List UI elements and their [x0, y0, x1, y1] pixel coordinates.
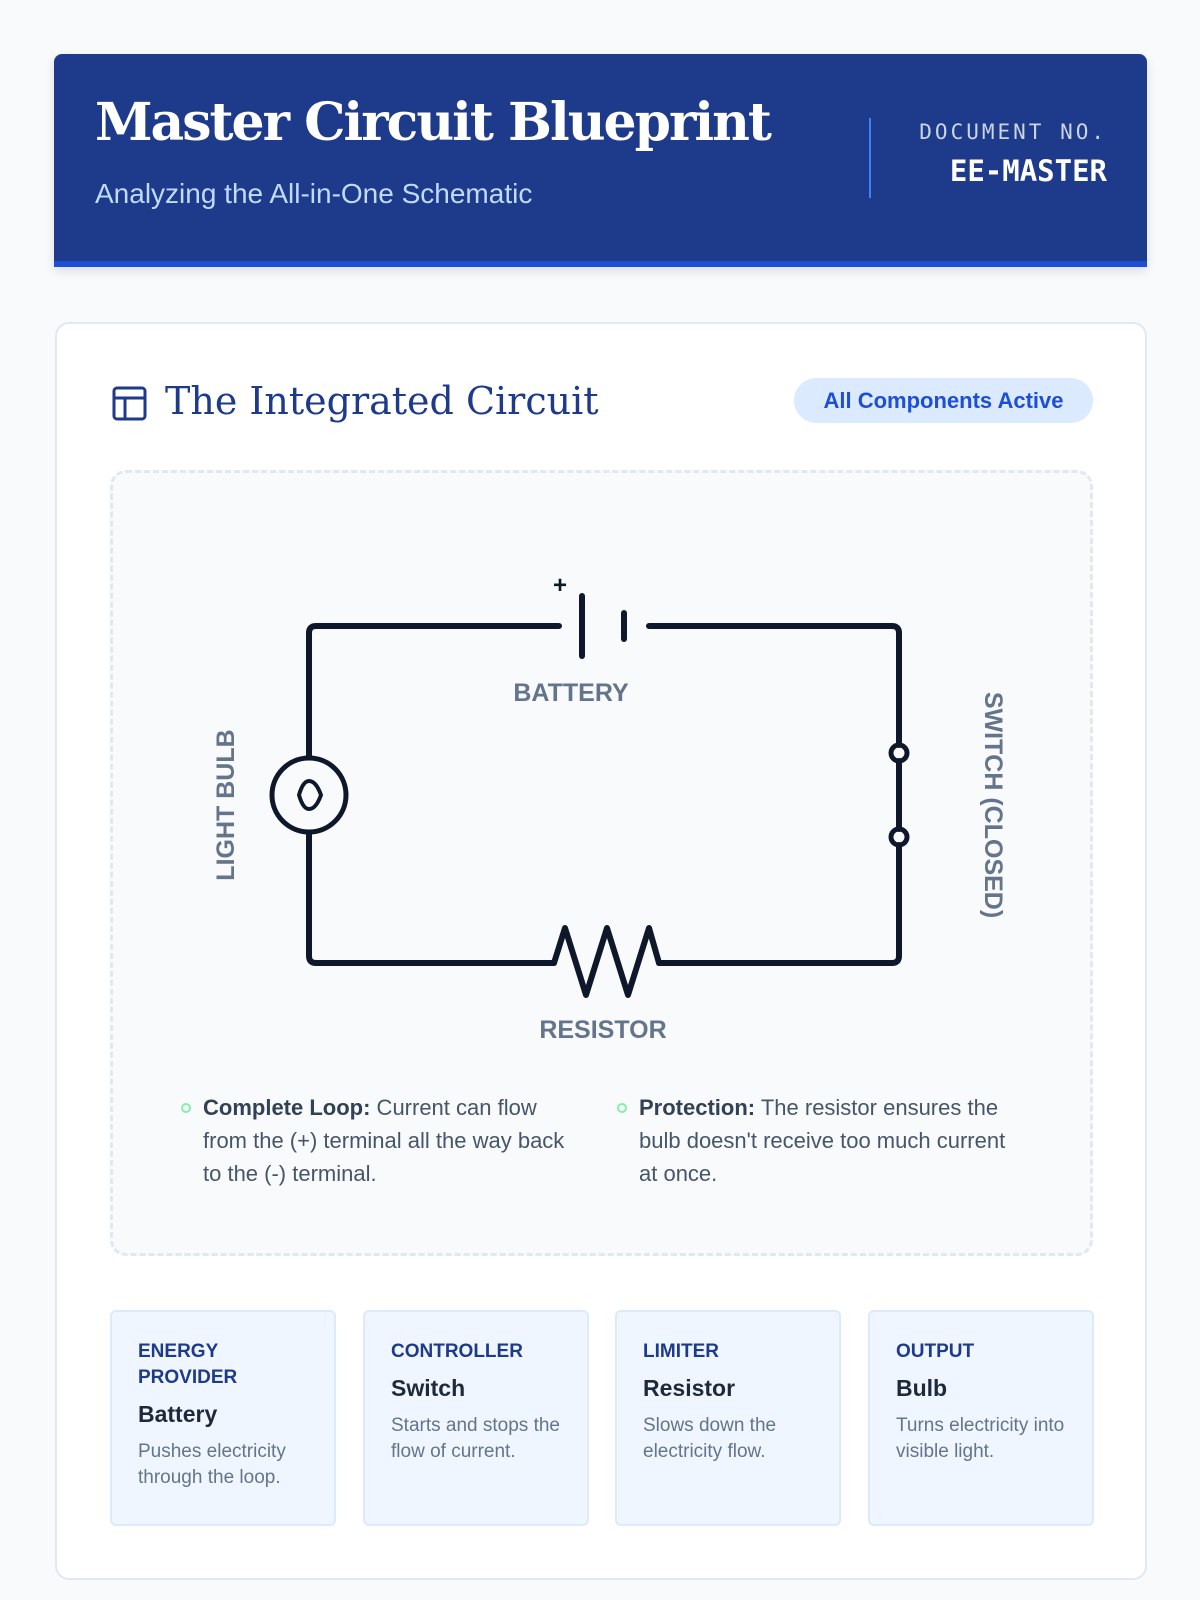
page-title: Master Circuit Blueprint: [95, 92, 772, 153]
component-card-bulb: OUTPUT Bulb Turns electricity into visib…: [868, 1310, 1094, 1526]
switch-terminal-top: [888, 742, 910, 764]
document-number-value: EE-MASTER: [949, 154, 1107, 188]
bulb-filament: [297, 779, 323, 811]
component-name: Battery: [138, 1401, 218, 1427]
wire-top-left: [306, 623, 562, 760]
document-number-label: DOCUMENT NO.: [919, 120, 1107, 144]
component-kind: ENERGY PROVIDER: [138, 1341, 238, 1388]
bullet-dot-icon: [181, 1103, 191, 1113]
component-card-resistor: LIMITER Resistor Slows down the electric…: [615, 1310, 841, 1526]
component-name: Switch: [391, 1375, 466, 1401]
light-bulb-label: LIGHT BULB: [212, 729, 240, 880]
circuit-card: The Integrated Circuit All Components Ac…: [55, 322, 1147, 1580]
resistor-label: RESISTOR: [539, 1016, 666, 1044]
component-kind: OUTPUT: [896, 1341, 975, 1362]
wire-top-right: [646, 623, 902, 748]
component-card-switch: CONTROLLER Switch Starts and stops the f…: [363, 1310, 589, 1526]
bullet-text: The resistor ensures the bulb doesn't re…: [639, 1095, 1006, 1186]
component-desc: Pushes electricity through the loop.: [138, 1441, 286, 1488]
layout-icon: [112, 386, 147, 421]
page-subtitle: Analyzing the All-in-One Schematic: [95, 178, 533, 209]
component-name: Resistor: [643, 1375, 736, 1401]
wire-right-bottom: [656, 842, 902, 966]
switch-terminal-bottom: [888, 826, 910, 848]
bullet-text: Current can flow from the (+) terminal a…: [203, 1095, 565, 1186]
bullet-complete-loop: Complete Loop: Current can flow from the…: [181, 1091, 583, 1190]
header-divider: [869, 118, 871, 198]
component-card-battery: ENERGY PROVIDER Battery Pushes electrici…: [110, 1310, 336, 1526]
page-header: Master Circuit Blueprint Analyzing the A…: [54, 54, 1147, 267]
battery-label: BATTERY: [513, 679, 629, 707]
wire-bottom-left: [306, 830, 557, 966]
status-badge: All Components Active: [794, 378, 1093, 423]
bullet-dot-icon: [617, 1103, 627, 1113]
component-kind: CONTROLLER: [391, 1341, 523, 1362]
circuit-diagram: + BATTERY RESISTOR LIGHT BULB SWITCH (CL…: [110, 470, 1093, 1256]
light-bulb-icon: [269, 755, 349, 835]
resistor-zigzag: [551, 925, 662, 998]
document-number: DOCUMENT NO. EE-MASTER: [919, 120, 1107, 188]
component-desc: Slows down the electricity flow.: [643, 1415, 777, 1462]
component-desc: Starts and stops the flow of current.: [391, 1415, 560, 1462]
bullet-protection: Protection: The resistor ensures the bul…: [617, 1091, 1029, 1190]
bullet-heading: Complete Loop:: [203, 1095, 371, 1120]
section-title: The Integrated Circuit: [165, 379, 599, 423]
bullet-heading: Protection:: [639, 1095, 756, 1120]
component-name: Bulb: [896, 1375, 948, 1401]
battery-plus-sign: +: [553, 572, 567, 599]
circuit-schematic: + BATTERY RESISTOR LIGHT BULB SWITCH (CL…: [212, 572, 1007, 1044]
component-kind: LIMITER: [643, 1341, 719, 1362]
switch-label: SWITCH (CLOSED): [979, 692, 1007, 918]
component-desc: Turns electricity into visible light.: [896, 1415, 1065, 1462]
